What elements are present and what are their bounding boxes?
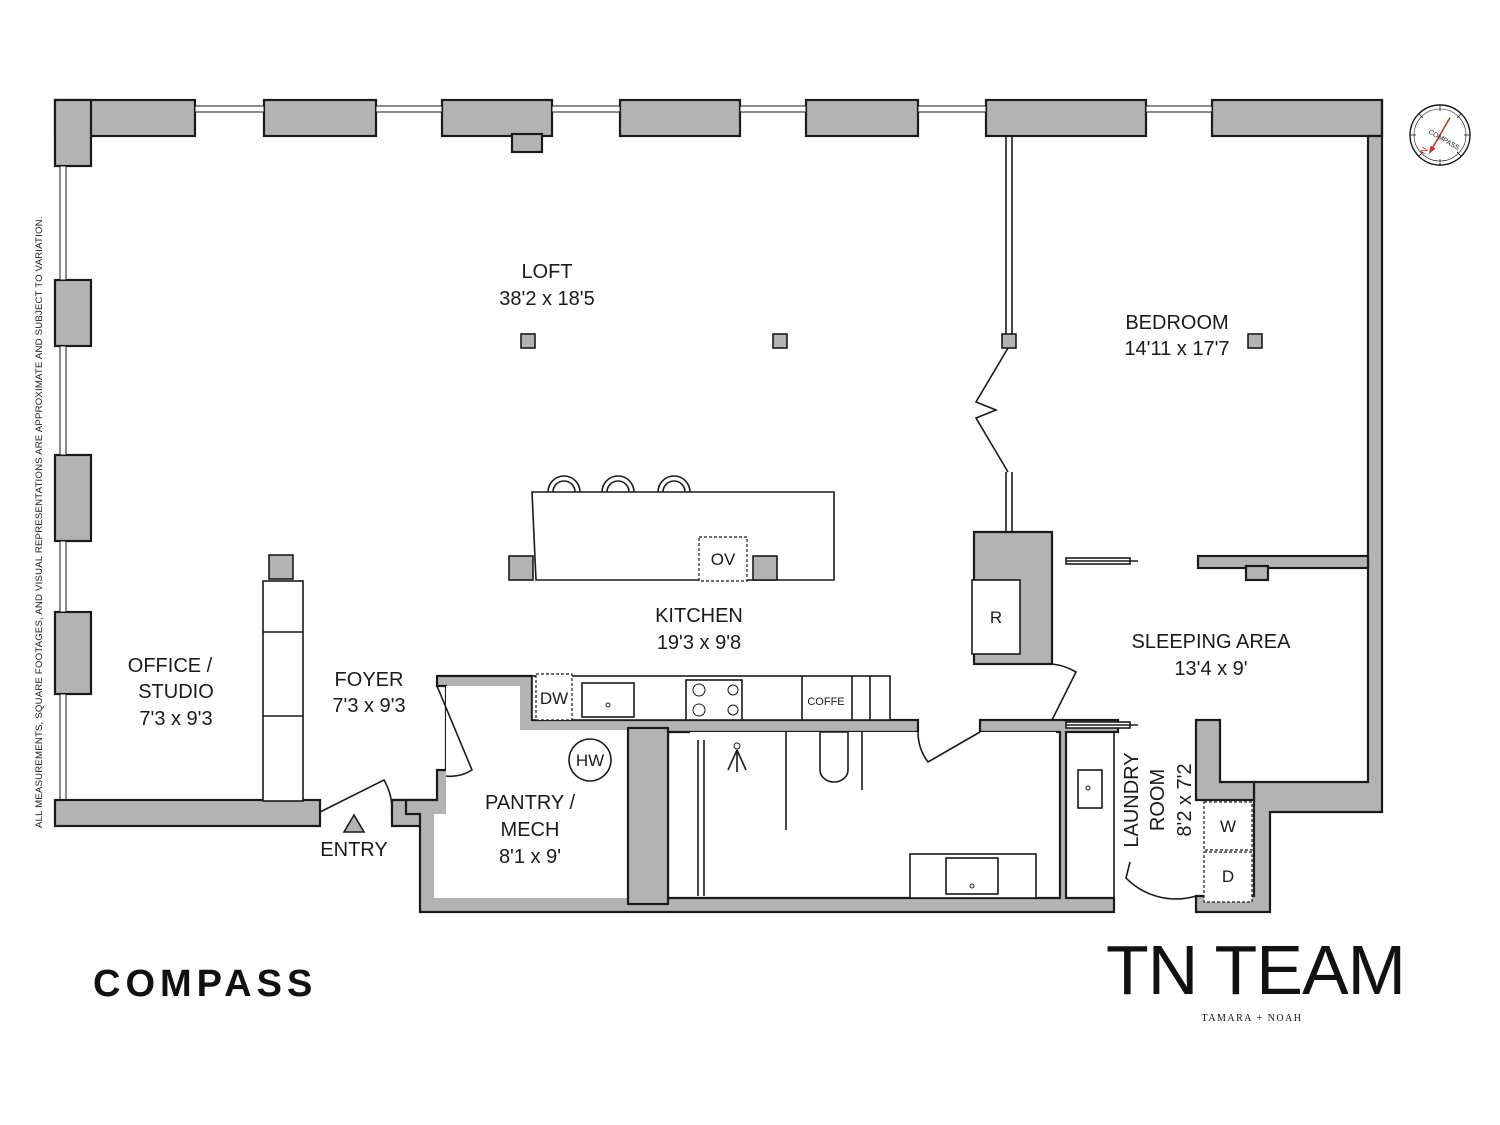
doors xyxy=(319,347,1197,900)
office-dims: 7'3 x 9'3 xyxy=(139,708,212,730)
pantry-name-1: PANTRY / xyxy=(485,792,575,814)
laundry-dims: 8'2 x 7'2 xyxy=(1174,763,1196,836)
sleeping-area-dims: 13'4 x 9' xyxy=(1174,658,1247,680)
tn-team-name: TN TEAM xyxy=(1106,931,1405,1009)
entry-label: ENTRY xyxy=(320,839,387,861)
compass-logo-text: COMPASS xyxy=(93,963,317,1005)
office-name-1: OFFICE / xyxy=(128,655,213,677)
water-heater-label: HW xyxy=(576,751,604,770)
interior-walls xyxy=(404,136,1370,914)
refrigerator-label: R xyxy=(990,608,1002,627)
pantry-dims: 8'1 x 9' xyxy=(499,846,561,868)
washer-label: W xyxy=(1220,817,1236,836)
entry-arrow-icon xyxy=(342,813,366,833)
laundry-name-1: LAUNDRY xyxy=(1121,752,1143,847)
tn-team-logo: TN TEAM TAMARA + NOAH xyxy=(1106,931,1406,1024)
foyer-name: FOYER xyxy=(335,669,404,691)
water-heater xyxy=(568,738,612,782)
tn-team-sub: TAMARA + NOAH xyxy=(1201,1013,1302,1024)
exterior-walls xyxy=(53,98,1384,914)
loft-name: LOFT xyxy=(521,261,572,283)
bedroom-dims: 14'11 x 17'7 xyxy=(1124,338,1229,360)
oven xyxy=(698,536,748,582)
fixture-labels: OV R DW COFFE HW W D xyxy=(540,550,1236,886)
dishwasher-label: DW xyxy=(540,689,568,708)
bedroom-name: BEDROOM xyxy=(1125,312,1228,334)
laundry-room xyxy=(1077,732,1253,903)
office-name-2: STUDIO xyxy=(138,681,214,703)
compass-north: N xyxy=(1418,145,1430,156)
compass-rose-icon: N COMPASS xyxy=(1409,104,1471,166)
sleeping-area-name: SLEEPING AREA xyxy=(1132,631,1292,653)
kitchen-dims: 19'3 x 9'8 xyxy=(657,632,741,654)
loft-dims: 38'2 x 18'5 xyxy=(499,288,595,310)
pantry-name-2: MECH xyxy=(501,819,560,841)
kitchen-counter xyxy=(531,673,891,721)
compass-logo: COMPASS xyxy=(93,963,317,1005)
kitchen-name: KITCHEN xyxy=(655,605,743,627)
office-shelving xyxy=(262,580,304,802)
disclaimer-text: ALL MEASUREMENTS, SQUARE FOOTAGES, AND V… xyxy=(34,216,45,828)
foyer-dims: 7'3 x 9'3 xyxy=(332,695,405,717)
laundry-name-2: ROOM xyxy=(1147,769,1169,831)
room-labels: LOFT 38'2 x 18'5 BEDROOM 14'11 x 17'7 KI… xyxy=(128,261,1291,868)
bathroom xyxy=(690,731,1056,899)
kitchen-island xyxy=(508,475,835,582)
coffee-label: COFFE xyxy=(807,696,844,708)
dryer-label: D xyxy=(1222,867,1234,886)
oven-label: OV xyxy=(711,550,736,569)
